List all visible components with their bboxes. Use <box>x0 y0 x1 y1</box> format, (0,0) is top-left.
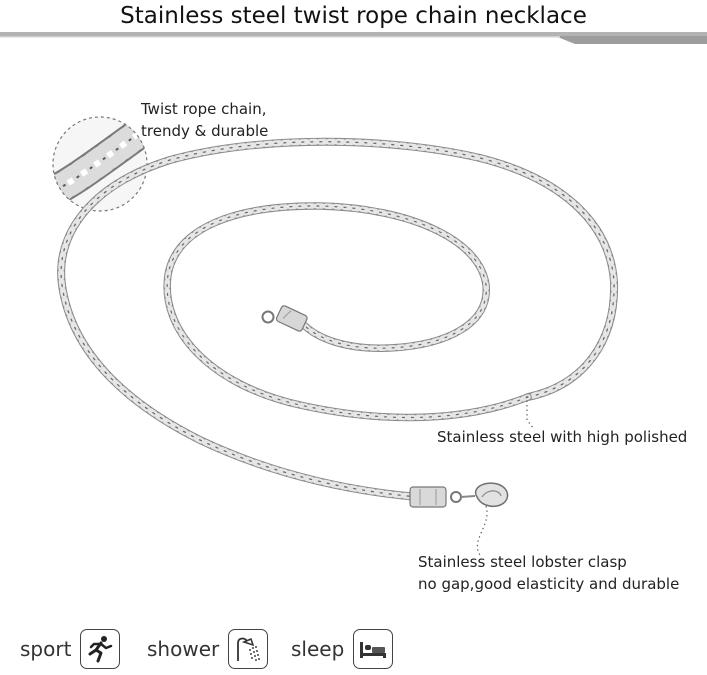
callout-detail-line1: Twist rope chain, <box>141 100 267 118</box>
callout-polish: Stainless steel with high polished <box>437 426 687 448</box>
callout-detail: Twist rope chain, trendy & durable <box>141 98 268 142</box>
page-title: Stainless steel twist rope chain necklac… <box>120 3 587 29</box>
feature-shower: shower <box>147 626 269 671</box>
callout-clasp-line1: Stainless steel lobster clasp <box>418 553 627 571</box>
shower-icon <box>228 628 269 669</box>
lobster-clasp <box>409 482 509 508</box>
callout-polish-line1: Stainless steel with high polished <box>437 428 688 446</box>
callout-clasp: Stainless steel lobster clasp no gap,goo… <box>418 551 679 595</box>
callout-detail-line2: trendy & durable <box>141 122 269 140</box>
chain-outer-strand <box>57 137 619 501</box>
chain-inner-strand <box>163 202 532 422</box>
leader-polish <box>526 396 534 429</box>
feature-shower-label: shower <box>147 636 220 661</box>
feature-sport-label: sport <box>20 636 72 661</box>
feature-sleep: sleep <box>291 626 394 671</box>
feature-sport: sport <box>20 626 121 671</box>
feature-sleep-label: sleep <box>291 636 345 661</box>
callout-clasp-line2: no gap,good elasticity and durable <box>418 575 680 593</box>
bed-icon <box>353 628 394 669</box>
leader-clasp <box>476 505 488 556</box>
chain-end-cap <box>261 305 308 332</box>
title-underline <box>0 32 707 44</box>
running-person-icon <box>80 628 121 669</box>
